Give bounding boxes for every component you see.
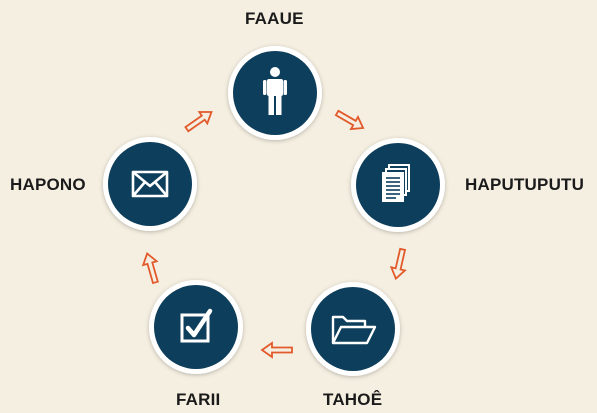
arrow-documents-to-folder xyxy=(389,247,407,281)
node-person xyxy=(228,46,322,140)
documents-icon xyxy=(382,164,410,202)
label-checkbox: FARII xyxy=(176,390,221,409)
node-folder xyxy=(306,282,400,376)
node-documents xyxy=(351,138,445,232)
node-mail xyxy=(103,137,197,231)
node-checkbox xyxy=(149,280,243,374)
arrow-folder-to-checkbox xyxy=(260,341,293,359)
label-folder: TAHOÊ xyxy=(323,390,383,409)
label-mail: HAPONO xyxy=(10,175,86,194)
arrow-person-to-documents xyxy=(334,109,365,131)
arrow-checkbox-to-mail xyxy=(141,252,159,285)
arrow-mail-to-person xyxy=(184,111,213,133)
label-documents: HAPUTUPUTU xyxy=(465,175,585,194)
person-icon xyxy=(263,67,287,115)
label-person: FAAUE xyxy=(245,9,304,28)
checkbox-icon xyxy=(180,308,213,343)
folder-icon xyxy=(331,315,377,345)
envelope-icon xyxy=(131,170,169,198)
